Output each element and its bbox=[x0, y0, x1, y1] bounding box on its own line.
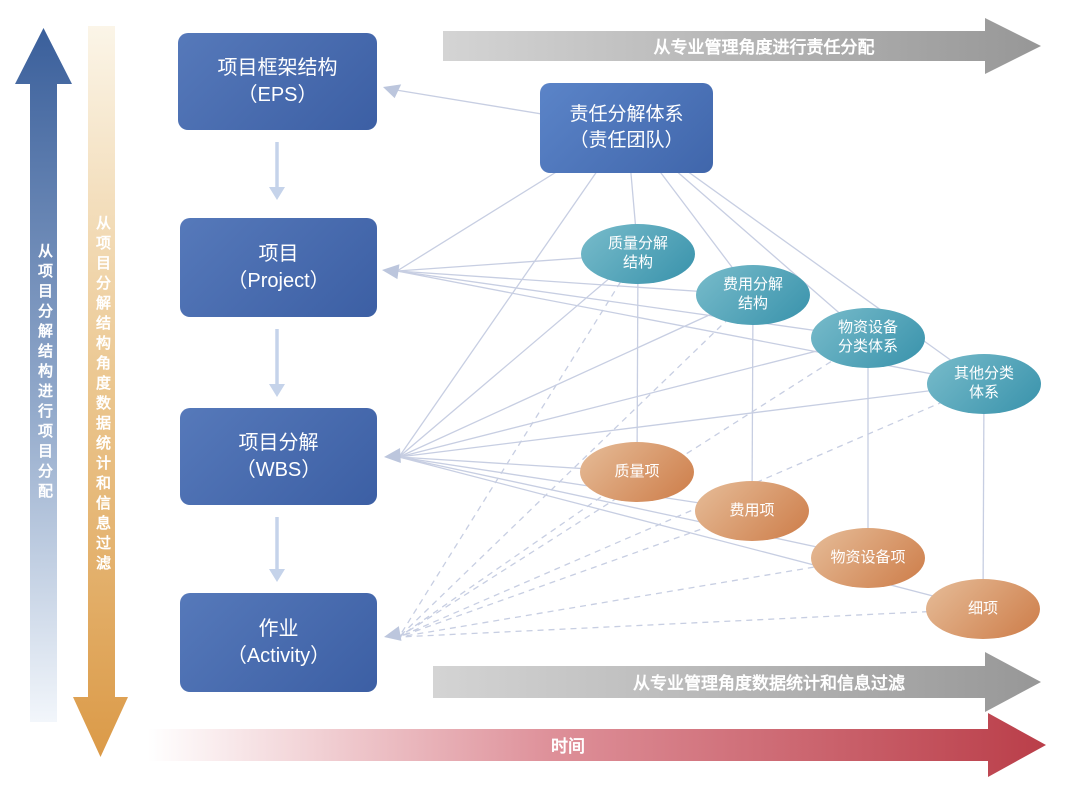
other-class-line2: 体系 bbox=[968, 384, 999, 401]
activity-box: 作业 （Activity） bbox=[180, 593, 377, 692]
up-arrow bbox=[15, 28, 72, 722]
material-equipment-class-ellipse: 物资设备 分类体系 bbox=[811, 308, 925, 368]
activity-box-title: 作业 bbox=[258, 617, 299, 640]
eps-box-subtitle: （EPS） bbox=[237, 83, 318, 106]
down-arrowhead-3 bbox=[269, 569, 285, 582]
wbs-box: 项目分解 （WBS） bbox=[180, 408, 377, 505]
project-arrowhead bbox=[382, 264, 400, 280]
activity-arrowhead bbox=[384, 626, 402, 641]
bottom-gray-arrow bbox=[433, 652, 1041, 712]
time-arrow bbox=[148, 713, 1046, 777]
wbs-box-subtitle: （WBS） bbox=[235, 458, 322, 481]
cost-item-ellipse: 费用项 bbox=[695, 481, 809, 541]
project-box-subtitle: （Project） bbox=[227, 269, 330, 292]
up-arrow-label: 从项目分解结构进行项目分配 bbox=[36, 243, 53, 503]
quality-breakdown-ellipse: 质量分解 结构 bbox=[581, 224, 695, 284]
quality-item-ellipse: 质量项 bbox=[580, 442, 694, 502]
down-arrowhead-2 bbox=[269, 384, 285, 397]
cost-breakdown-line2: 结构 bbox=[737, 295, 768, 312]
responsibility-box: 责任分解体系 （责任团队） bbox=[540, 83, 713, 173]
eps-box-title: 项目框架结构 bbox=[217, 56, 338, 79]
cost-breakdown-ellipse: 费用分解 结构 bbox=[696, 265, 810, 325]
cost-breakdown-line1: 费用分解 bbox=[722, 276, 783, 294]
responsibility-box-title: 责任分解体系 bbox=[569, 104, 684, 126]
cost-item-label: 费用项 bbox=[729, 501, 775, 519]
top-gray-arrow bbox=[443, 18, 1041, 74]
eps-box: 项目框架结构 （EPS） bbox=[178, 33, 377, 130]
material-equipment-item-ellipse: 物资设备项 bbox=[811, 528, 925, 588]
material-class-line2: 分类体系 bbox=[837, 338, 898, 355]
hierarchy-flow-arrows bbox=[269, 142, 285, 582]
left-arrowheads bbox=[382, 84, 402, 641]
bottom-arrow-label: 从专业管理角度数据统计和信息过滤 bbox=[633, 674, 905, 693]
quality-breakdown-line2: 结构 bbox=[622, 254, 653, 271]
detail-item-ellipse: 细项 bbox=[926, 579, 1040, 639]
material-item-label: 物资设备项 bbox=[830, 548, 906, 566]
eps-arrowhead bbox=[383, 84, 402, 99]
detail-item-label: 细项 bbox=[967, 599, 998, 617]
down-arrow-label: 从项目分解结构角度数据统计和信息过滤 bbox=[94, 215, 111, 575]
wbs-arrowhead bbox=[384, 447, 401, 463]
wbs-box-title: 项目分解 bbox=[238, 431, 319, 454]
quality-breakdown-line1: 质量分解 bbox=[607, 235, 668, 253]
top-arrow-label: 从专业管理角度进行责任分配 bbox=[653, 38, 875, 57]
time-arrow-label: 时间 bbox=[551, 737, 585, 756]
down-arrowhead-1 bbox=[269, 187, 285, 200]
responsibility-box-subtitle: （责任团队） bbox=[569, 130, 684, 151]
other-class-ellipse: 其他分类 体系 bbox=[927, 354, 1041, 414]
activity-box-subtitle: （Activity） bbox=[226, 644, 331, 667]
dashed-connectors bbox=[398, 253, 985, 638]
down-arrow bbox=[73, 26, 128, 757]
project-box: 项目 （Project） bbox=[180, 218, 377, 317]
quality-item-label: 质量项 bbox=[614, 462, 660, 480]
project-box-title: 项目 bbox=[258, 242, 299, 265]
other-class-line1: 其他分类 bbox=[953, 365, 1014, 383]
material-class-line1: 物资设备 bbox=[837, 319, 898, 337]
